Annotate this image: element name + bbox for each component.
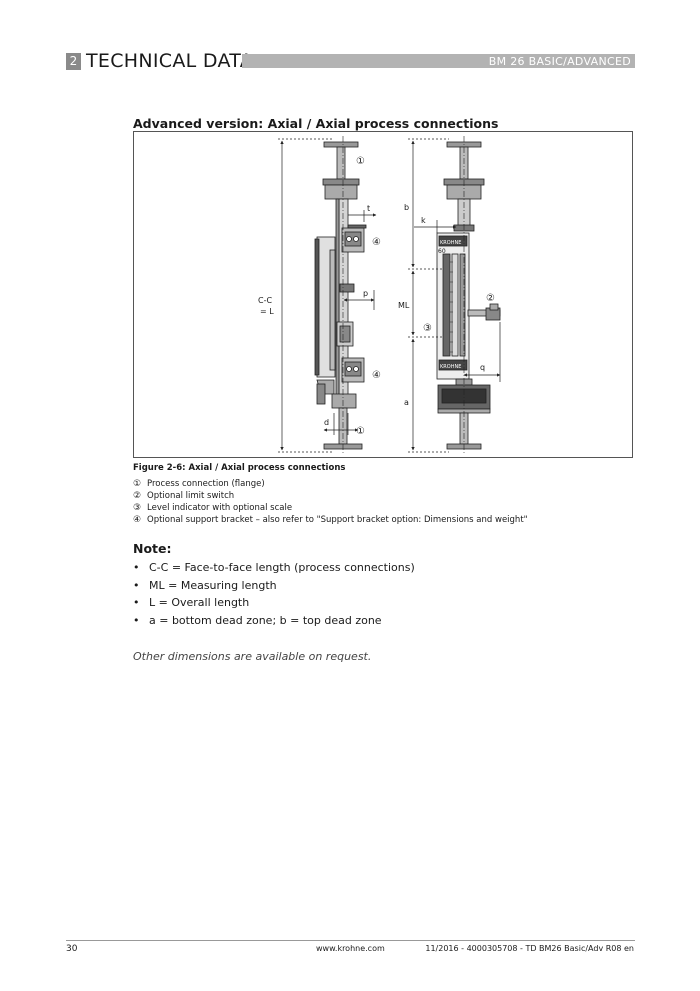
legend-item: ① Process connection (flange): [133, 478, 528, 490]
callout-1-top-left: ①: [356, 156, 365, 167]
figure-caption: Figure 2-6: Axial / Axial process connec…: [133, 463, 346, 473]
note-title: Note:: [133, 541, 172, 556]
legend-item: ④ Optional support bracket – also refer t…: [133, 514, 528, 526]
side-view: [314, 136, 367, 454]
chapter-number: 2: [66, 53, 81, 70]
legend-text: Optional support bracket – also refer to…: [147, 515, 528, 525]
technical-drawing: C-C = L t p d ① ④ ④ ①: [258, 136, 501, 454]
page-number: 30: [66, 944, 78, 954]
document-id: 11/2016 - 4000305708 - TD BM26 Basic/Adv…: [425, 944, 634, 953]
legend-number: ②: [133, 491, 142, 501]
callout-1-bottom-left: ①: [356, 426, 365, 437]
dim-label-p: p: [363, 289, 368, 298]
note-item: L = Overall length: [133, 594, 415, 612]
dim-label-d: d: [324, 418, 329, 427]
legend-item: ③ Level indicator with optional scale: [133, 502, 528, 514]
note-item: C-C = Face-to-face length (process conne…: [133, 559, 415, 577]
dim-label-b: b: [404, 203, 409, 212]
dim-label-k: k: [421, 216, 426, 225]
legend-item: ② Optional limit switch: [133, 490, 528, 502]
legend-number: ③: [133, 503, 142, 513]
legend-text: Level indicator with optional scale: [147, 503, 293, 513]
note-list: C-C = Face-to-face length (process conne…: [133, 559, 415, 629]
chapter-title: TECHNICAL DATA: [86, 50, 254, 72]
figure-title: Advanced version: Axial / Axial process …: [133, 116, 499, 131]
legend-text: Optional limit switch: [147, 491, 235, 501]
callout-3: ③: [423, 323, 432, 334]
footer-url[interactable]: www.krohne.com: [316, 944, 385, 953]
page-header: 2 TECHNICAL DATA BM 26 BASIC/ADVANCED: [66, 50, 635, 72]
callout-2: ②: [486, 293, 495, 304]
legend-number: ④: [133, 515, 142, 525]
dim-label-l: = L: [260, 307, 274, 316]
scale-top-value: 60: [438, 248, 446, 255]
dim-label-a: a: [404, 398, 409, 407]
note-item: ML = Measuring length: [133, 577, 415, 595]
dim-label-q: q: [480, 363, 485, 372]
dim-label-cc: C-C: [258, 296, 272, 305]
brand-label-top: KROHNE: [440, 240, 461, 246]
callout-4-bottom-left: ④: [372, 370, 381, 381]
callout-4-top-left: ④: [372, 237, 381, 248]
legend-number: ①: [133, 479, 142, 489]
note-item: a = bottom dead zone; b = top dead zone: [133, 612, 415, 630]
brand-label-bottom: KROHNE: [440, 364, 461, 370]
figure-legend: ① Process connection (flange) ② Optional l…: [133, 478, 528, 526]
front-view: [436, 136, 501, 454]
dim-label-ml: ML: [398, 301, 410, 310]
header-bar: BM 26 BASIC/ADVANCED: [242, 54, 635, 68]
product-name: BM 26 BASIC/ADVANCED: [488, 55, 631, 68]
footer-divider: [66, 940, 635, 941]
figure-drawing: C-C = L t p d ① ④ ④ ①: [133, 131, 633, 458]
dim-label-t: t: [367, 204, 370, 213]
request-note: Other dimensions are available on reques…: [133, 650, 372, 663]
legend-text: Process connection (flange): [147, 479, 265, 489]
